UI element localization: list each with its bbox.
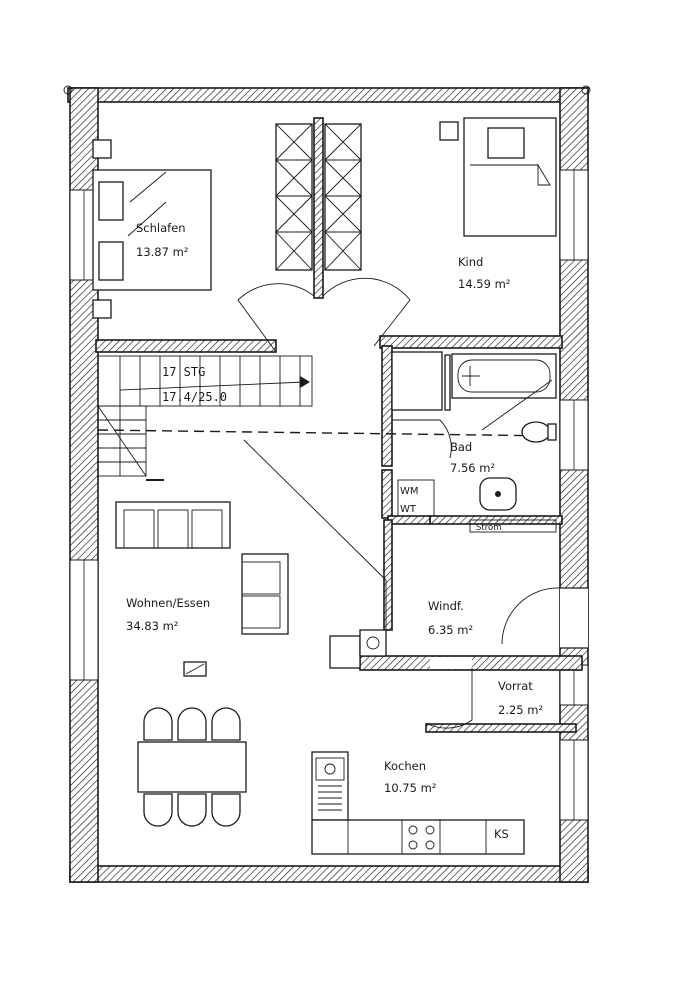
stair-ratio-label: 17.4/25.0 [162, 390, 227, 404]
bad-fixtures: WM WT Strom [391, 351, 557, 533]
kind-furniture [439, 117, 557, 237]
room-vorrat-area: 2.25 m² [498, 703, 543, 717]
wohnen-furniture [115, 439, 387, 827]
doors [237, 277, 561, 729]
schlafen-furniture [92, 123, 362, 319]
room-windf-name: Windf. [428, 599, 464, 613]
room-windf-area: 6.35 m² [428, 623, 473, 637]
wm-label: WM [400, 486, 419, 497]
kochen-furniture: KS [311, 751, 525, 855]
staircase: 17 STG 17.4/25.0 [97, 355, 561, 481]
room-kochen-area: 10.75 m² [384, 781, 436, 795]
room-bad-area: 7.56 m² [450, 461, 495, 475]
room-bad-name: Bad [450, 440, 472, 454]
ks-label: KS [494, 827, 509, 841]
room-schlafen-area: 13.87 m² [136, 245, 188, 259]
room-vorrat-name: Vorrat [498, 679, 533, 693]
room-wohnen-area: 34.83 m² [126, 619, 178, 633]
strom-label: Strom [476, 523, 502, 533]
room-kochen-name: Kochen [384, 759, 426, 773]
room-kind-name: Kind [458, 255, 483, 269]
wt-label: WT [400, 504, 417, 515]
room-wohnen-name: Wohnen/Essen [126, 596, 210, 610]
stair-count-label: 17 STG [162, 365, 205, 379]
room-labels: Schlafen 13.87 m² Kind 14.59 m² Bad 7.56… [126, 221, 543, 795]
room-schlafen-name: Schlafen [136, 221, 186, 235]
outer-walls [63, 85, 591, 883]
room-kind-area: 14.59 m² [458, 277, 510, 291]
